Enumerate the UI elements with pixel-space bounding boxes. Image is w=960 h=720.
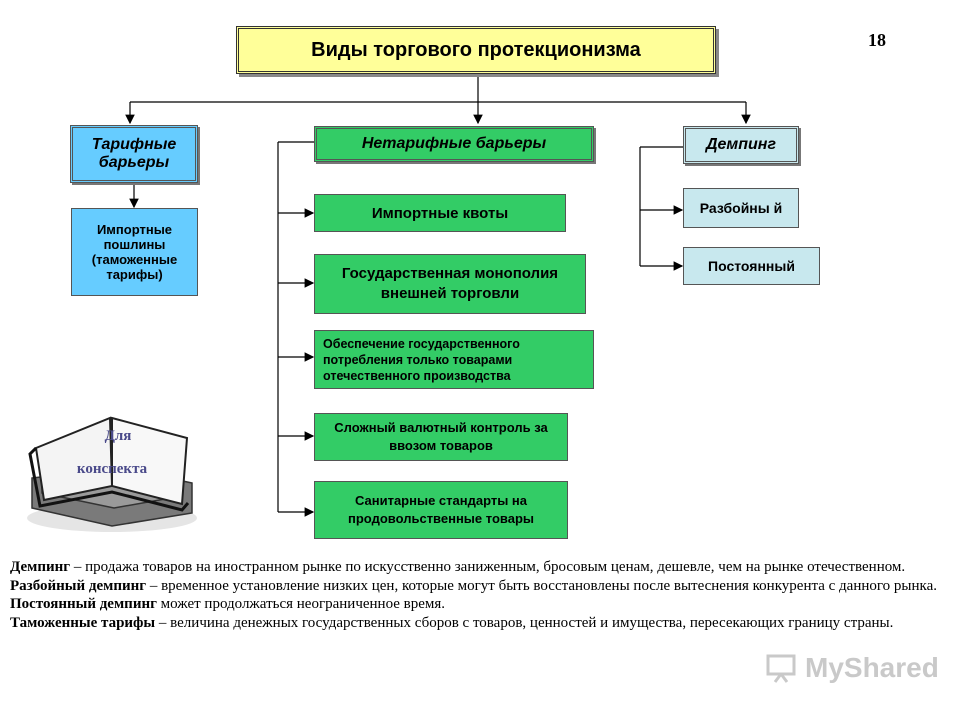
definition-persistent-dumping: Постоянный демпинг может продолжаться не… (10, 596, 446, 613)
book-icon (27, 416, 197, 532)
watermark-text: MyShared (805, 652, 939, 683)
dumping-item-persistent: Постоянный (683, 247, 820, 285)
presentation-icon (766, 654, 796, 683)
definitions-text: Демпинг – продажа товаров на иностранном… (10, 558, 950, 632)
nontariff-item-state-monopoly: Государственная монополия внешней торгов… (314, 254, 586, 314)
definition-customs-tariffs: Таможенные тарифы – величина денежных го… (10, 614, 894, 631)
book-label-line2: конспекта (76, 461, 148, 477)
nontariff-item-currency-control: Сложный валютный контроль за ввозом това… (314, 413, 568, 461)
nontariff-item-state-procurement: Обеспечение государственного потребления… (314, 330, 594, 389)
nontariff-item-sanitary-standards: Санитарные стандарты на продовольственны… (314, 481, 568, 539)
tariff-item-import-duties: Импортные пошлины (таможенные тарифы) (71, 208, 198, 296)
nontariff-item-import-quotas: Импортные квоты (314, 194, 566, 232)
category-nontariff: Нетарифные барьеры (314, 126, 594, 162)
definition-predatory-dumping: Разбойный демпинг – временное установлен… (10, 577, 937, 594)
dumping-item-predatory: Разбойны й (683, 188, 799, 228)
category-dumping: Демпинг (683, 126, 799, 164)
watermark: MyShared (765, 652, 939, 684)
page-number: 18 (868, 30, 886, 50)
diagram-title: Виды торгового протекционизма (236, 26, 716, 74)
definition-dumping: Демпинг – продажа товаров на иностранном… (10, 559, 906, 575)
category-tariff: Тарифные барьеры (70, 125, 198, 183)
book-label-line1: Для (104, 428, 132, 444)
